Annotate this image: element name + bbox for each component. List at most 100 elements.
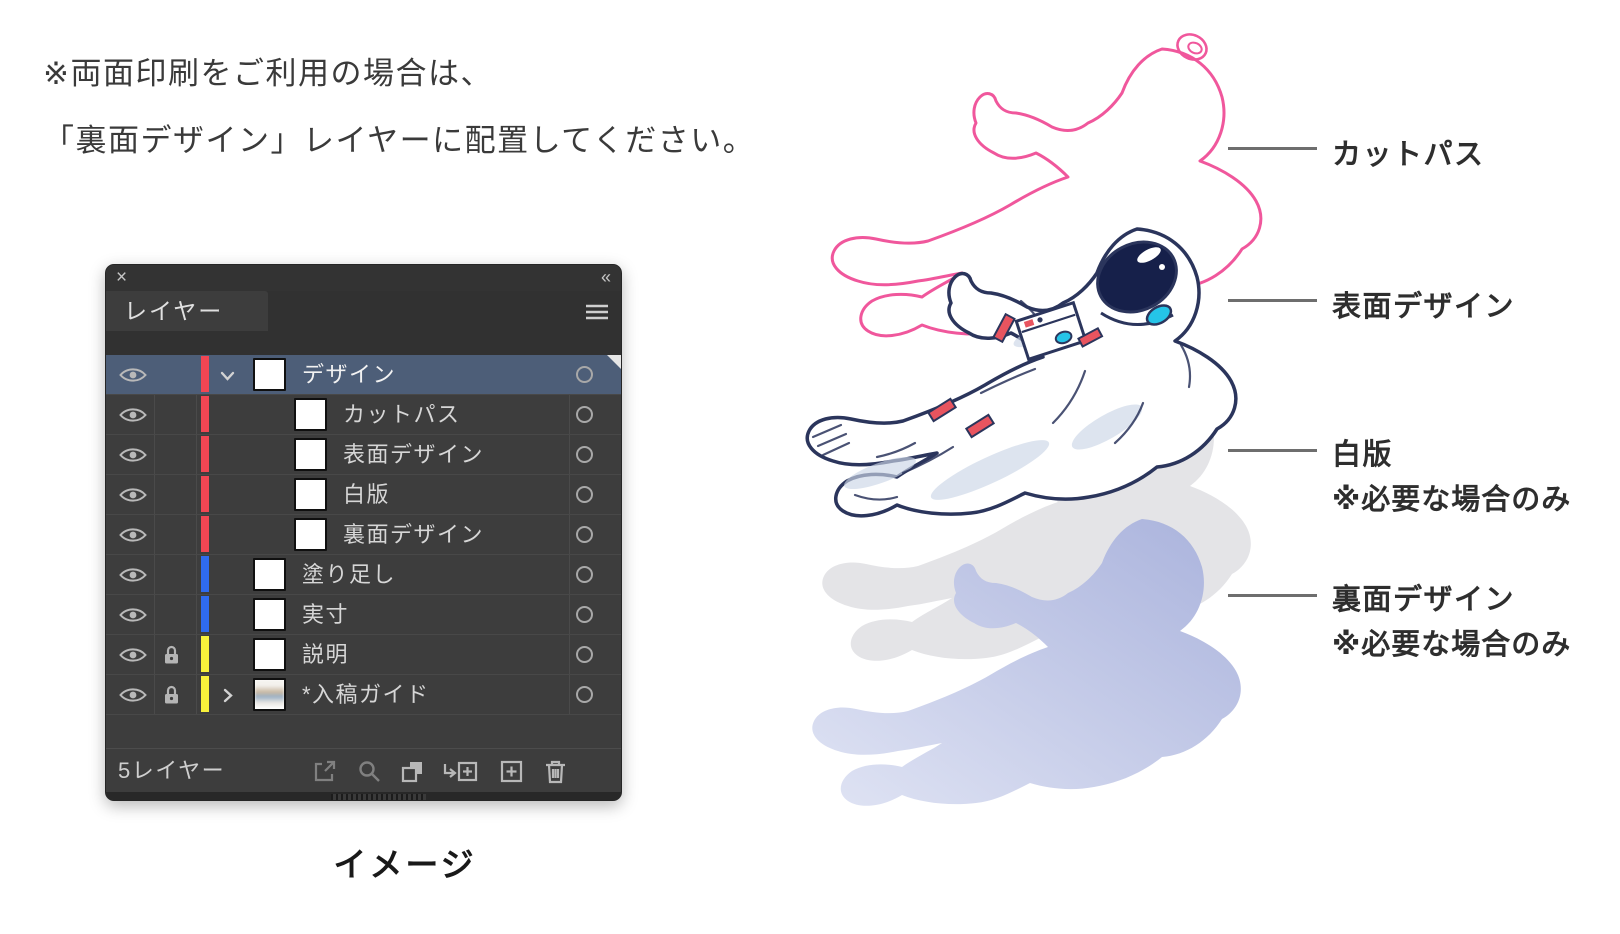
layer-row-cut-path[interactable]: カットパス [106,395,621,435]
target-circle[interactable] [576,606,593,623]
lock-icon[interactable] [163,685,180,705]
back-design-silhouette [812,519,1241,806]
new-sublayer-icon[interactable] [442,758,479,785]
layer-name: カットパス [343,402,461,427]
visibility-eye-icon[interactable] [119,526,147,544]
red-straps [926,312,1104,439]
layer-color-bar [201,476,209,512]
layer-row-bleed[interactable]: 塗り足し [106,555,621,595]
layer-name: 説明 [302,642,350,667]
delete-layer-trash-icon[interactable] [542,758,569,785]
lock-icon[interactable] [163,645,180,665]
layer-name: 白版 [343,482,391,507]
annotation-front-design: 表面デザイン [1332,291,1516,323]
layer-name: 表面デザイン [343,442,485,467]
tab-layers-label: レイヤー [124,298,224,324]
white-plate-silhouette [822,374,1251,661]
target-circle[interactable] [576,446,593,463]
leader-line-back-design [1228,594,1317,597]
layer-color-bar [201,516,209,552]
layer-color-bar [201,676,209,712]
layer-thumbnail[interactable] [294,438,327,471]
visibility-eye-icon[interactable] [119,406,147,424]
layer-name: 塗り足し [302,562,397,587]
visibility-eye-icon[interactable] [119,446,147,464]
visibility-eye-icon[interactable] [119,646,147,664]
target-circle[interactable] [576,566,593,583]
panel-menu-icon[interactable] [585,303,609,321]
layer-row-back-design[interactable]: 裏面デザイン [106,515,621,555]
collect-for-export-icon[interactable] [311,758,338,785]
layer-row-design[interactable]: デザイン [106,355,621,395]
visibility-eye-icon[interactable] [119,566,147,584]
layer-color-bar [201,556,209,592]
astronaut-illustration [805,227,1238,518]
panel-resize-strip [106,792,621,800]
layer-color-bar [201,396,209,432]
layer-name: 裏面デザイン [343,522,485,547]
chest-panel [1014,300,1088,362]
layer-thumbnail[interactable] [294,398,327,431]
shoulder-light [1145,304,1173,326]
layer-thumbnail[interactable] [253,598,286,631]
layer-list-empty-area [106,715,621,748]
chevron-down-icon[interactable] [219,367,236,384]
layer-color-bar [201,356,209,392]
column-divider [154,355,155,715]
layer-row-notes[interactable]: 説明 [106,635,621,675]
leader-line-white-plate [1228,449,1317,452]
new-layer-icon[interactable] [498,758,525,785]
visibility-eye-icon[interactable] [119,606,147,624]
visibility-eye-icon[interactable] [119,366,147,384]
visibility-eye-icon[interactable] [119,486,147,504]
tab-layers[interactable]: レイヤー [106,291,268,331]
annotation-white-plate-note: ※必要な場合のみ [1332,484,1572,516]
panel-tabstrip: レイヤー [106,291,621,355]
layer-thumbnail[interactable] [294,478,327,511]
panel-titlebar: × « [106,265,621,291]
column-divider [196,355,197,715]
column-divider [569,355,570,715]
layer-count-label: 5レイヤー [118,758,226,783]
leader-line-front-design [1228,299,1317,302]
visibility-eye-icon[interactable] [119,686,147,704]
layer-name: デザイン [302,362,397,387]
layer-color-bar [201,596,209,632]
layer-thumbnail[interactable] [253,638,286,671]
layer-name: *入稿ガイド [302,682,430,707]
target-circle[interactable] [576,486,593,503]
layer-color-bar [201,636,209,672]
layer-row-front-design[interactable]: 表面デザイン [106,435,621,475]
annotation-white-plate: 白版 [1332,439,1394,471]
instruction-note-line2: 「裏面デザイン」レイヤーに配置してください。 [43,123,756,158]
panel-resize-grip[interactable] [331,794,426,800]
target-circle[interactable] [576,366,593,383]
target-circle[interactable] [576,406,593,423]
layer-row-white-plate[interactable]: 白版 [106,475,621,515]
layer-color-bar [201,436,209,472]
target-circle[interactable] [576,686,593,703]
layer-thumbnail[interactable] [253,358,286,391]
layer-row-submission-guide[interactable]: *入稿ガイド [106,675,621,715]
leader-line-cut-path [1228,147,1317,150]
annotation-cut-path: カットパス [1332,139,1485,171]
locate-object-search-icon[interactable] [356,758,383,785]
cut-path-outline [830,33,1263,338]
annotation-back-design-note: ※必要な場合のみ [1332,629,1572,661]
instruction-note-line1: ※両面印刷をご利用の場合は、 [43,56,493,91]
close-icon[interactable]: × [116,267,128,288]
layer-thumbnail[interactable] [294,518,327,551]
helmet-visor [1096,240,1178,314]
collapse-panel-icon[interactable]: « [600,267,611,287]
layer-thumbnail-image[interactable] [253,678,286,711]
target-circle[interactable] [576,646,593,663]
layer-name: 実寸 [302,602,350,627]
layers-panel: × « レイヤー [105,264,622,801]
make-clip-mask-icon[interactable] [399,758,426,785]
layer-thumbnail[interactable] [253,558,286,591]
layer-list: デザイン カットパス [106,355,621,715]
target-circle[interactable] [576,526,593,543]
chevron-right-icon[interactable] [219,687,236,704]
layer-row-actual-size[interactable]: 実寸 [106,595,621,635]
